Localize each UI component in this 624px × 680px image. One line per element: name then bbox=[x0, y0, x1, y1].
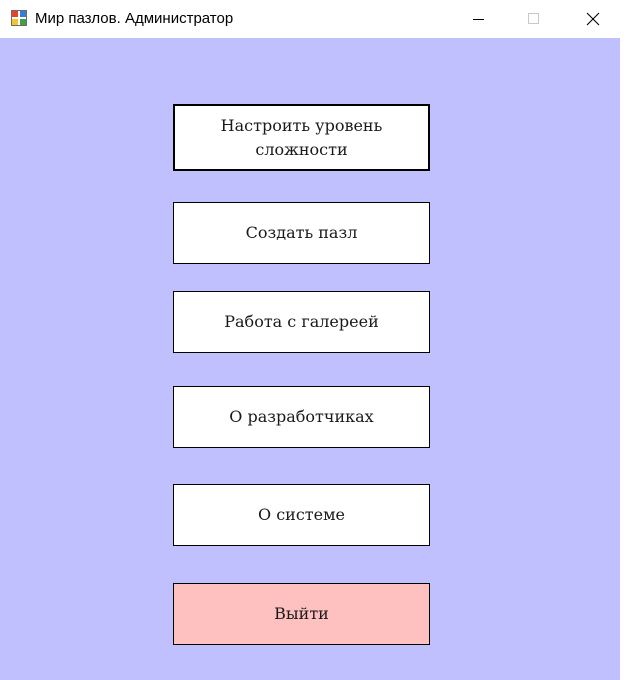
close-icon bbox=[586, 12, 600, 26]
minimize-button[interactable] bbox=[456, 0, 502, 38]
set-difficulty-button[interactable]: Настроить уровень сложности bbox=[173, 104, 430, 171]
maximize-icon bbox=[528, 13, 539, 24]
about-system-button[interactable]: О системе bbox=[173, 484, 430, 546]
window-border bbox=[620, 38, 624, 680]
create-puzzle-button[interactable]: Создать пазл bbox=[173, 202, 430, 264]
gallery-button[interactable]: Работа с галереей bbox=[173, 291, 430, 353]
app-window-icon[interactable] bbox=[11, 10, 27, 26]
title-bar[interactable]: Мир пазлов. Администратор bbox=[0, 0, 624, 38]
window-title: Мир пазлов. Администратор bbox=[35, 10, 234, 27]
maximize-button[interactable] bbox=[511, 0, 557, 38]
minimize-icon bbox=[473, 19, 484, 20]
main-panel: Настроить уровень сложности Создать пазл… bbox=[0, 38, 620, 680]
exit-button[interactable]: Выйти bbox=[173, 583, 430, 645]
about-developers-button[interactable]: О разработчиках bbox=[173, 386, 430, 448]
close-button[interactable] bbox=[570, 0, 616, 38]
